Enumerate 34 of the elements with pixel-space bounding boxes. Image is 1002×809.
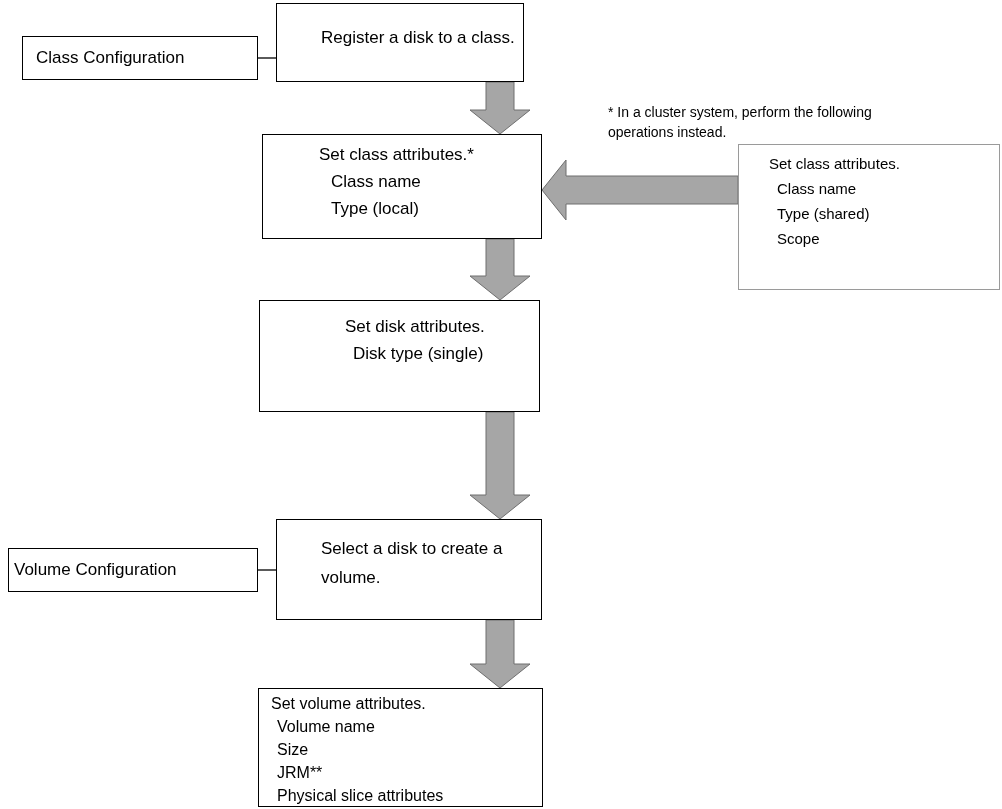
connector-line bbox=[257, 57, 277, 59]
attribute-text: Class name bbox=[777, 179, 858, 199]
attribute-text: JRM** bbox=[277, 763, 324, 783]
process-box bbox=[259, 300, 540, 412]
block-arrow bbox=[469, 619, 531, 689]
box-heading: Set volume attributes. bbox=[271, 694, 427, 714]
footnote-text: * In a cluster system, perform the following operations instead. bbox=[608, 103, 873, 142]
attribute-text: Type (local) bbox=[331, 198, 420, 220]
block-arrow bbox=[541, 159, 739, 221]
box-heading: Class Configuration bbox=[36, 47, 186, 69]
box-heading: Set class attributes.* bbox=[319, 144, 475, 166]
attribute-text: Size bbox=[277, 740, 310, 760]
attribute-text: Scope bbox=[777, 229, 821, 249]
process-box bbox=[276, 3, 524, 82]
attribute-text: Class name bbox=[331, 171, 422, 193]
block-arrow bbox=[469, 81, 531, 135]
process-box bbox=[22, 36, 258, 80]
process-box bbox=[738, 144, 1000, 290]
process-box bbox=[262, 134, 542, 239]
box-heading: Register a disk to a class. bbox=[321, 27, 516, 49]
process-box bbox=[276, 519, 542, 620]
attribute-text: Type (shared) bbox=[777, 204, 871, 224]
block-arrow bbox=[469, 238, 531, 301]
process-box bbox=[8, 548, 258, 592]
box-heading: Volume Configuration bbox=[14, 559, 178, 581]
box-heading: Select a disk to create a volume. bbox=[321, 538, 504, 589]
box-heading: Set class attributes. bbox=[769, 154, 901, 174]
connector-line bbox=[257, 569, 277, 571]
box-heading: Set disk attributes. bbox=[345, 316, 486, 338]
attribute-text: Physical slice attributes bbox=[277, 786, 445, 806]
attribute-text: Disk type (single) bbox=[353, 343, 485, 365]
block-arrow bbox=[469, 411, 531, 520]
process-box bbox=[258, 688, 543, 807]
attribute-text: Volume name bbox=[277, 717, 376, 737]
